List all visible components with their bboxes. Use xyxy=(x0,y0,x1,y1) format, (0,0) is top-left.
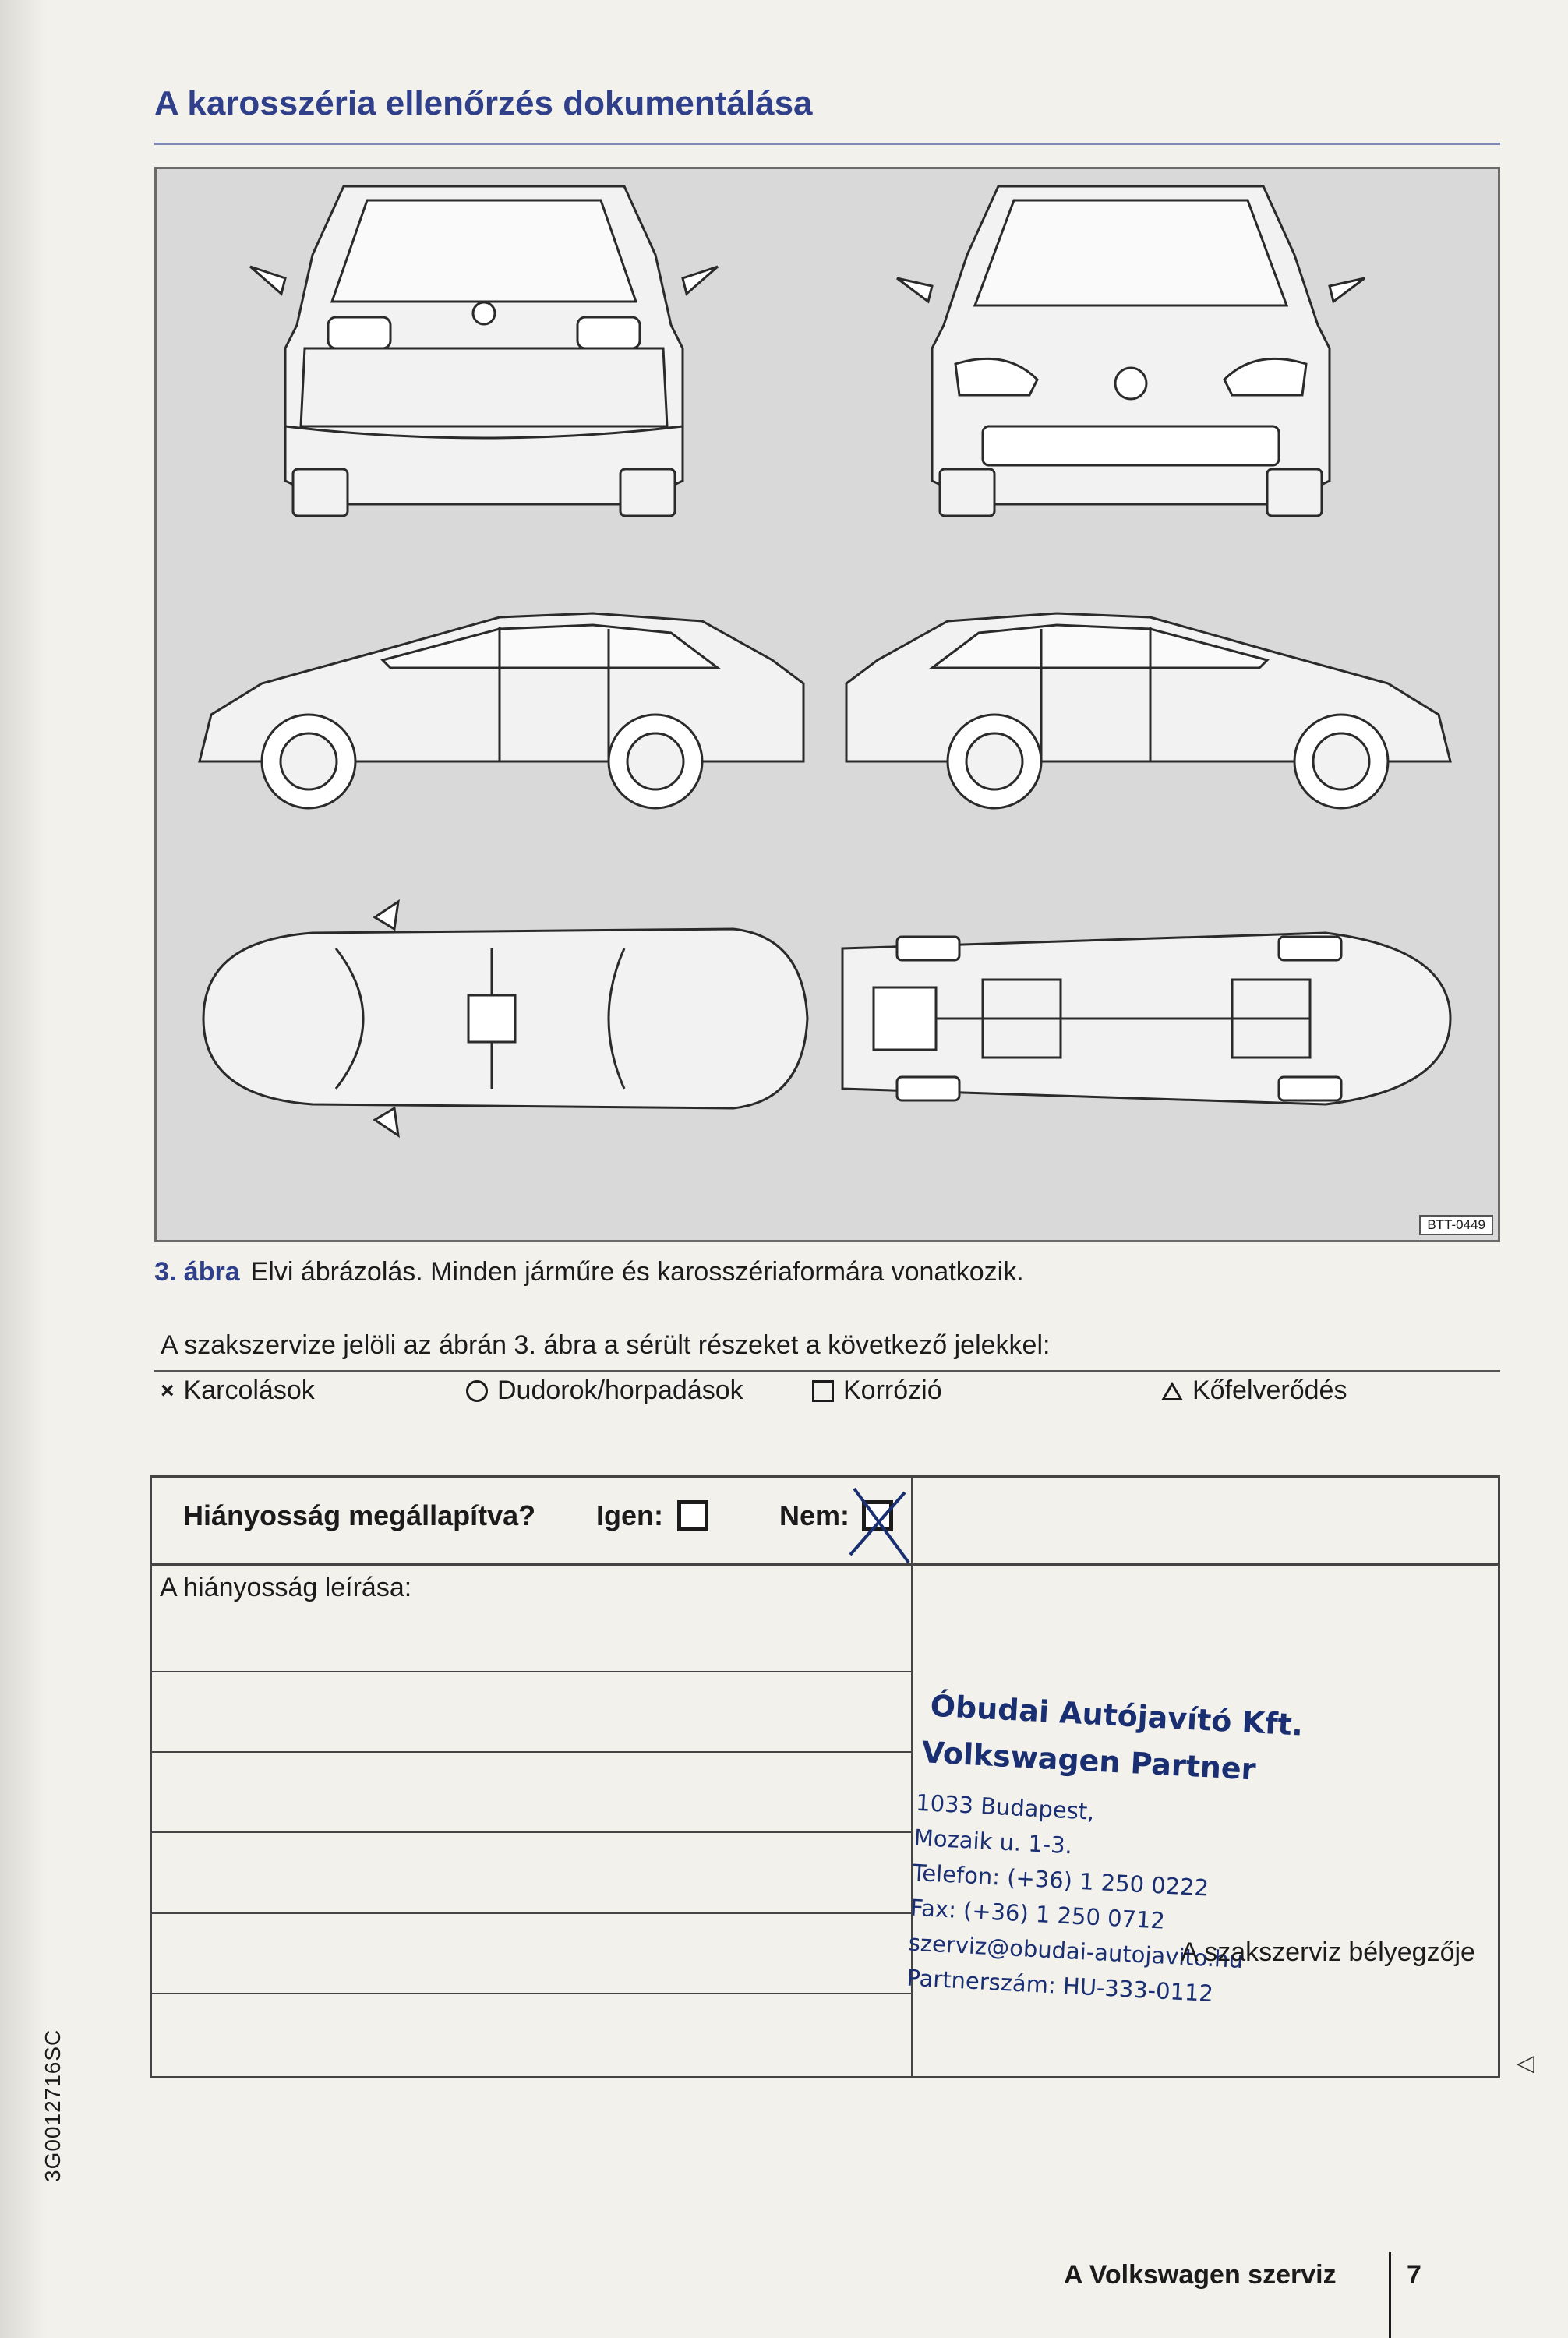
page-edge-shadow xyxy=(0,0,47,2338)
form-column-divider xyxy=(911,1478,913,2076)
car-underbody-view xyxy=(841,931,1452,1106)
defect-form: Hiányosság megállapítva? Igen: Nem: A hi… xyxy=(150,1475,1500,2078)
stamp-street: Mozaik u. 1-3. xyxy=(913,1824,1073,1859)
legend-item-dents: Dudorok/horpadások xyxy=(466,1376,743,1406)
figure-caption-text: Elvi ábrázolás. Minden járműre és kaross… xyxy=(250,1257,1024,1287)
no-checkbox[interactable] xyxy=(849,1487,910,1564)
car-side-view-left xyxy=(198,612,805,810)
page-number: 7 xyxy=(1407,2260,1421,2290)
legend-item-scratches: × Karcolások xyxy=(161,1376,315,1406)
page-title: A karosszéria ellenőrzés dokumentálása xyxy=(154,84,813,122)
stamp-partner: Volkswagen Partner xyxy=(920,1735,1257,1787)
title-underline xyxy=(154,143,1500,145)
legend-label: Dudorok/horpadások xyxy=(497,1376,743,1405)
footer-section-title: A Volkswagen szerviz xyxy=(1064,2260,1337,2290)
defect-question: Hiányosság megállapítva? xyxy=(183,1499,536,1531)
document-code: 3G0012716SC xyxy=(41,2029,65,2182)
yes-checkbox[interactable] xyxy=(677,1500,708,1531)
circle-icon xyxy=(466,1379,488,1402)
legend-label: Korrózió xyxy=(843,1376,942,1405)
stamp-company: Óbudai Autójavító Kft. xyxy=(929,1688,1305,1743)
description-label: A hiányosság leírása: xyxy=(160,1573,412,1602)
cross-icon: × xyxy=(161,1377,175,1404)
car-diagram-figure: BTT-0449 xyxy=(154,167,1500,1242)
triangle-icon xyxy=(1161,1381,1183,1400)
stamp-partner-number: Partnerszám: HU-333-0112 xyxy=(906,1964,1214,2008)
figure-code: BTT-0449 xyxy=(1419,1215,1493,1235)
car-top-view xyxy=(202,899,809,1139)
legend-label: Karcolások xyxy=(183,1376,315,1405)
no-option: Nem: xyxy=(779,1487,910,1564)
stamp-fax: Fax: (+36) 1 250 0712 xyxy=(909,1894,1166,1934)
stamp-phone: Telefon: (+36) 1 250 0222 xyxy=(911,1859,1210,1902)
figure-caption-number: 3. ábra xyxy=(154,1257,240,1287)
legend-label: Kőfelverődés xyxy=(1192,1376,1347,1405)
yes-option: Igen: xyxy=(596,1499,708,1532)
description-line xyxy=(152,1751,911,1753)
square-icon xyxy=(812,1379,834,1402)
description-line xyxy=(152,1671,911,1672)
description-line xyxy=(152,1912,911,1914)
yes-label: Igen: xyxy=(596,1499,663,1531)
footer-divider xyxy=(1389,2252,1391,2338)
legend-item-stone-chips: Kőfelverődés xyxy=(1161,1376,1347,1406)
figure-caption: 3. ábra Elvi ábrázolás. Minden járműre és… xyxy=(154,1257,1024,1287)
legend-intro: A szakszervize jelöli az ábrán 3. ábra a… xyxy=(161,1330,1051,1360)
car-rear-view xyxy=(249,185,719,517)
legend-item-corrosion: Korrózió xyxy=(812,1376,942,1406)
no-label: Nem: xyxy=(779,1499,850,1531)
triangle-left-icon: ◁ xyxy=(1517,2050,1535,2076)
service-stamp: Óbudai Autójavító Kft. Volkswagen Partne… xyxy=(902,1688,1482,2091)
car-front-view xyxy=(896,185,1365,517)
legend-divider xyxy=(154,1370,1500,1372)
description-line xyxy=(152,1993,911,1994)
car-side-view-right xyxy=(845,612,1452,810)
form-header-divider xyxy=(152,1563,1498,1566)
description-line xyxy=(152,1831,911,1833)
cross-mark-icon xyxy=(849,1487,910,1564)
stamp-caption: A szakszerviz bélyegzője xyxy=(1181,1937,1475,1967)
car-diagram xyxy=(198,185,1452,1139)
stamp-city: 1033 Budapest, xyxy=(915,1789,1096,1825)
